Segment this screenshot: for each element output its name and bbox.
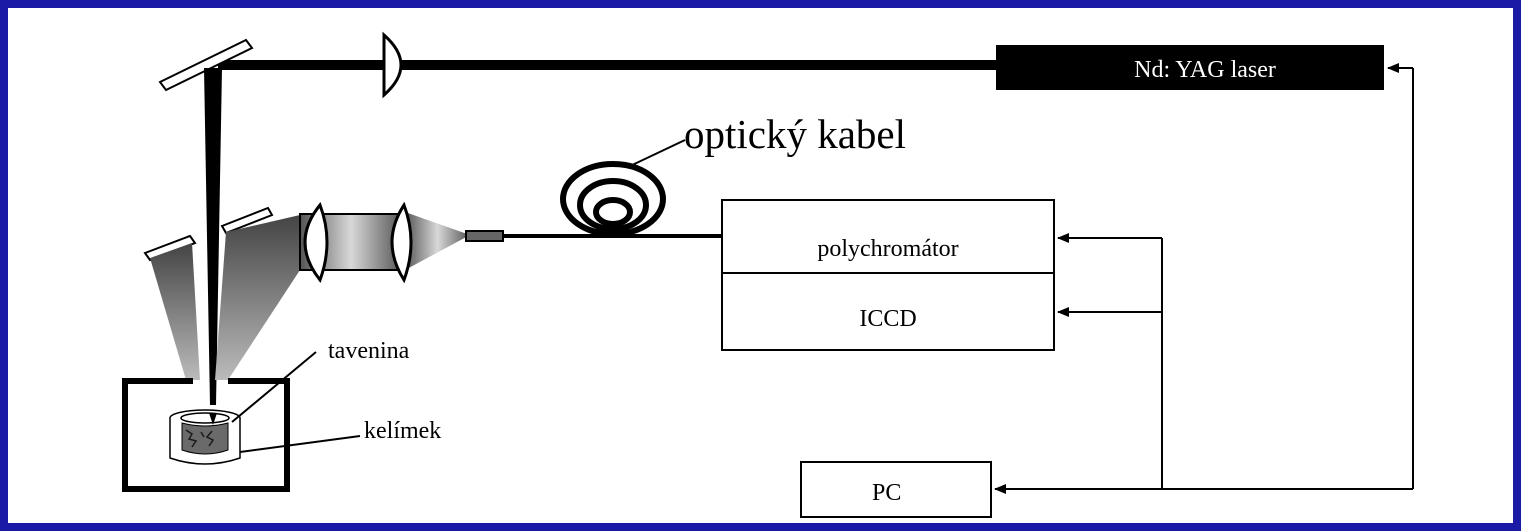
spectrometer-box xyxy=(721,199,1055,351)
pc-box xyxy=(800,461,992,518)
melt xyxy=(181,422,229,455)
left-collection-mirror xyxy=(143,234,200,380)
plasma-point xyxy=(209,413,217,425)
fiber-connector xyxy=(465,230,504,242)
optical-fiber xyxy=(503,139,722,238)
collimating-lens-1 xyxy=(303,202,329,284)
furnace-chamber xyxy=(122,378,290,492)
right-collection-mirror xyxy=(215,206,300,380)
vertical-beam xyxy=(204,68,222,405)
control-lines xyxy=(994,63,1414,494)
laser-label: Nd: YAG laser xyxy=(1134,57,1276,83)
collimating-lens-2 xyxy=(390,201,413,284)
laser-source: Nd: YAG laser xyxy=(996,45,1384,90)
leader-lines xyxy=(231,351,361,453)
crucible-label: kelímek xyxy=(364,418,441,444)
diagram-canvas: Nd: YAG laser optický kabel polychrom xyxy=(8,8,1513,523)
fiber-label: optický kabel xyxy=(684,111,906,157)
melt-label: tavenina xyxy=(328,338,410,364)
focusing-lens xyxy=(382,31,403,99)
laser-beam xyxy=(218,60,998,70)
pc-label: PC xyxy=(872,480,901,506)
polychromator-label: polychromátor xyxy=(817,236,958,262)
iccd-label: ICCD xyxy=(859,306,916,332)
top-mirror xyxy=(158,38,254,92)
